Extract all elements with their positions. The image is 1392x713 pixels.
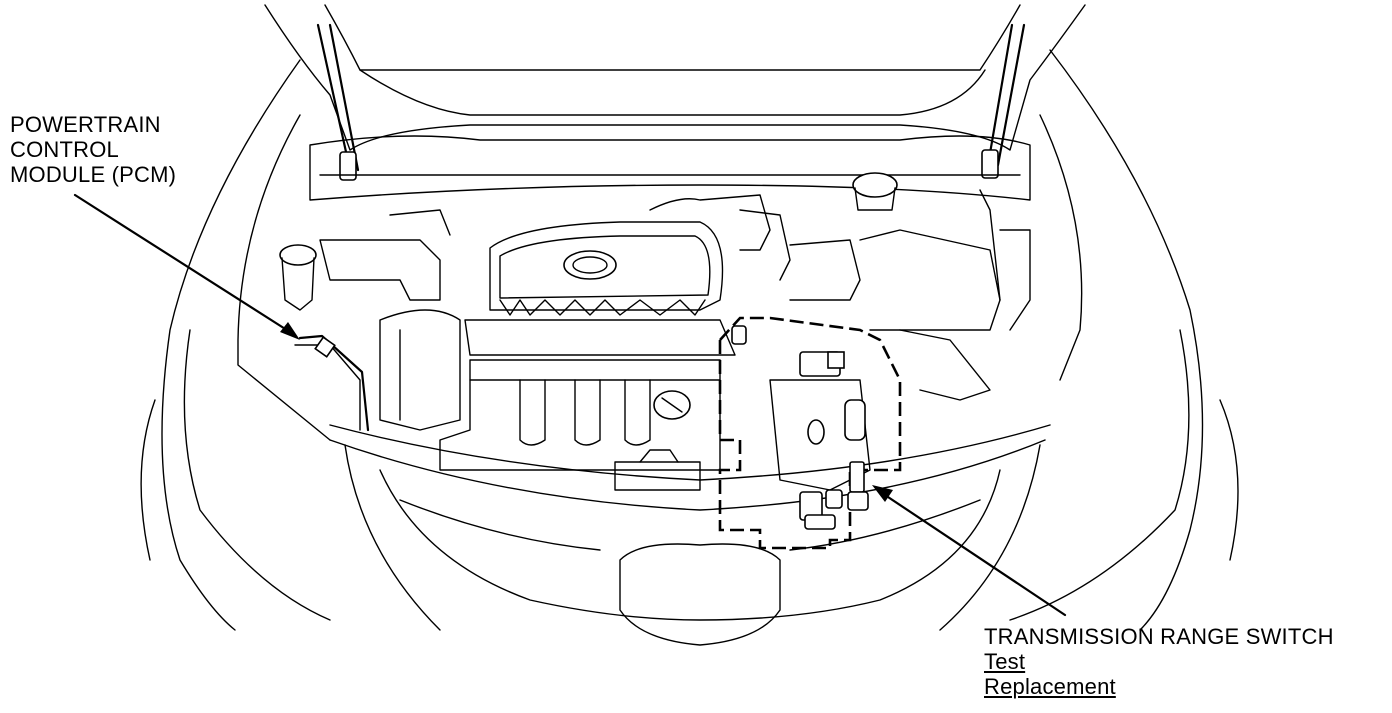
trs-arrowhead bbox=[872, 485, 893, 502]
transmission-range-switch bbox=[849, 461, 865, 493]
pcm-label-line-1: POWERTRAIN bbox=[10, 112, 161, 137]
hood-strut-left bbox=[316, 23, 352, 172]
reservoir-cap-right bbox=[852, 172, 898, 198]
reservoir-cap-left bbox=[279, 244, 317, 266]
hood bbox=[264, 4, 1086, 151]
trs-replacement-link[interactable]: Replacement bbox=[984, 674, 1116, 699]
pcm-unit bbox=[298, 334, 370, 432]
trs-callout: TRANSMISSION RANGE SWITCH Test Replaceme… bbox=[984, 624, 1334, 699]
pcm-callout: POWERTRAIN CONTROL MODULE (PCM) bbox=[10, 112, 176, 187]
fender-right bbox=[1049, 49, 1204, 631]
trs-label-title: TRANSMISSION RANGE SWITCH bbox=[984, 624, 1334, 649]
transmission-outline bbox=[718, 316, 902, 550]
fender-left bbox=[161, 59, 301, 631]
pcm-label-line-2: CONTROL bbox=[10, 137, 119, 162]
grille bbox=[619, 543, 781, 646]
trs-test-link[interactable]: Test bbox=[984, 649, 1026, 674]
pcm-leader-line bbox=[73, 193, 292, 334]
engine-cover bbox=[489, 221, 724, 311]
pcm-label-line-3: MODULE (PCM) bbox=[10, 162, 177, 187]
cowl bbox=[309, 135, 1031, 201]
pcm-arrowhead bbox=[280, 322, 300, 340]
intake-manifold bbox=[469, 359, 721, 381]
hood-strut-right bbox=[986, 23, 1014, 167]
trs-leader-line bbox=[883, 493, 1067, 617]
